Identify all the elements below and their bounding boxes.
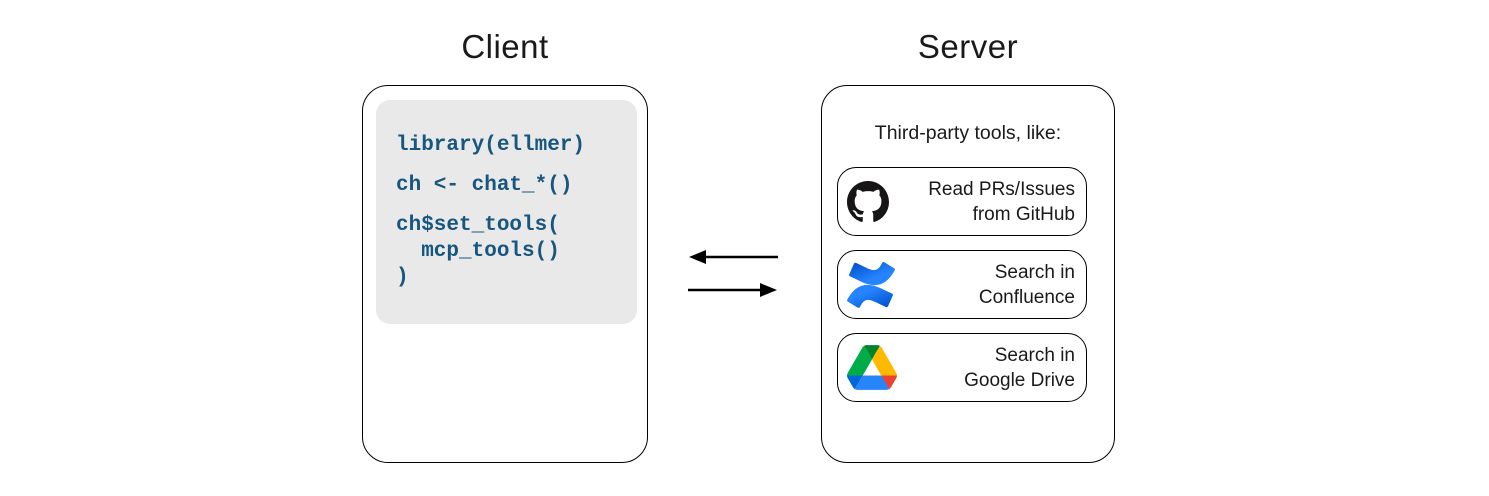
tool-label-line: from GitHub [972, 203, 1075, 225]
server-box: Third-party tools, like: Read PRs/Issues… [821, 85, 1115, 463]
client-title: Client [461, 28, 549, 65]
tool-item-confluence: Search in Confluence [837, 250, 1087, 319]
client-to-server-arrow [688, 283, 777, 297]
tool-label-line: Search in [994, 261, 1075, 283]
tool-label-line: Search in [994, 344, 1075, 366]
client-code-panel: library(ellmer) ch <- chat_*() ch$set_to… [376, 100, 637, 324]
tool-label-line: Read PRs/Issues [928, 178, 1075, 200]
tool-label-line: Confluence [978, 286, 1075, 308]
server-to-client-arrow [689, 250, 778, 264]
tool-item-google-drive: Search in Google Drive [837, 333, 1087, 402]
client-box: library(ellmer) ch <- chat_*() ch$set_to… [362, 85, 648, 463]
tool-label-google-drive: Search in Google Drive [901, 343, 1075, 393]
tool-label-line: Google Drive [964, 369, 1075, 391]
google-drive-icon [847, 345, 901, 390]
tool-list: Read PRs/Issues from GitHub [837, 167, 1087, 416]
server-subtitle: Third-party tools, like: [874, 122, 1062, 144]
tool-item-github: Read PRs/Issues from GitHub [837, 167, 1087, 236]
client-server-arrows [688, 250, 778, 297]
tool-label-confluence: Search in Confluence [901, 260, 1075, 310]
confluence-icon [847, 261, 901, 308]
code-block-set-tools: ch$set_tools( mcp_tools() ) [396, 214, 560, 289]
tool-label-github: Read PRs/Issues from GitHub [901, 177, 1075, 227]
github-icon [847, 180, 901, 223]
code-block-library: library(ellmer) [396, 134, 586, 157]
server-title: Server [917, 28, 1019, 65]
code-block-chat: ch <- chat_*() [396, 174, 573, 197]
